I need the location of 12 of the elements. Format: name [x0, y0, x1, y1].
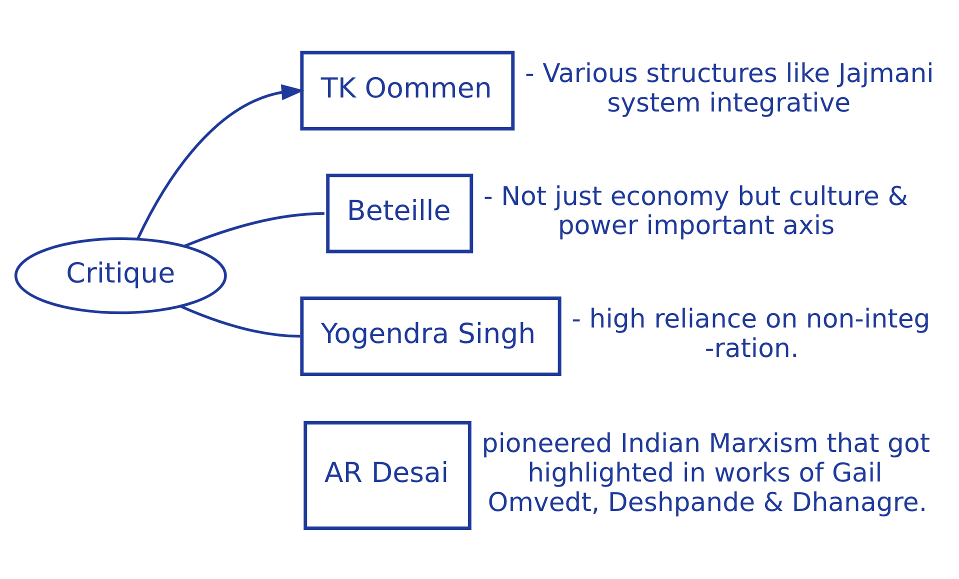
node-box: Yogendra Singh	[300, 296, 562, 376]
connector	[184, 212, 324, 248]
node-box: Beteille	[326, 173, 474, 253]
node-box: TK Oommen	[300, 50, 515, 130]
node-label: - Various structures like Jajmani system integrative	[525, 58, 934, 118]
node-label: - high reliance on non-integ -ration.	[572, 304, 930, 364]
node-box: AR Desai	[304, 420, 472, 530]
node-label: pioneered Indian Marxism that got highlighted in works of Gail Omvedt, Deshpande & Dhanagre.	[482, 428, 930, 518]
connector	[180, 304, 300, 338]
arrow	[136, 84, 304, 240]
node-ellipse: Critique	[14, 236, 227, 314]
node-label: - Not just economy but culture & power important axis	[483, 181, 908, 241]
